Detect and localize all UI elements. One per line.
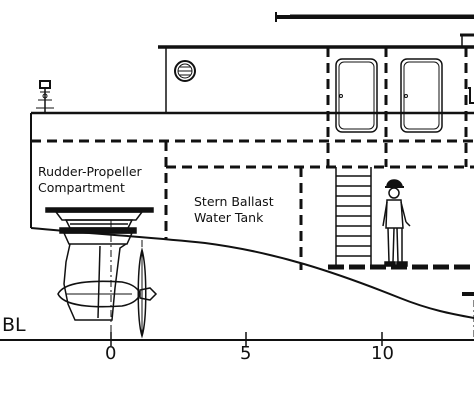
door-left <box>335 58 378 133</box>
scale-tick-0: 0 <box>105 343 117 364</box>
rudder-compartment-label-line2: Compartment <box>38 180 125 195</box>
deckhouse <box>158 33 474 113</box>
baseline-axis <box>0 332 474 346</box>
hull-outline <box>30 113 474 319</box>
scale-tick-10: 10 <box>371 343 394 364</box>
rudder-propeller-unit <box>57 243 158 339</box>
top-railing <box>275 12 474 22</box>
mast-head <box>36 80 54 113</box>
frame-reference-lines <box>110 220 474 340</box>
ballast-tank-label-line2: Water Tank <box>194 210 264 225</box>
worker-figure-icon <box>382 179 411 267</box>
compartment-bulkheads <box>31 47 474 270</box>
porthole-icon <box>174 60 196 82</box>
scale-tick-5: 5 <box>240 343 252 364</box>
ballast-tank-label-line1: Stern Ballast <box>194 194 274 209</box>
steering-gear <box>45 207 154 245</box>
door-right <box>400 58 443 133</box>
baseline-label: BL <box>2 314 26 336</box>
edge-fitting <box>468 87 474 104</box>
ladder <box>335 167 372 265</box>
hull-marker <box>462 292 474 296</box>
rudder-compartment-label-line1: Rudder-Propeller <box>38 164 142 179</box>
